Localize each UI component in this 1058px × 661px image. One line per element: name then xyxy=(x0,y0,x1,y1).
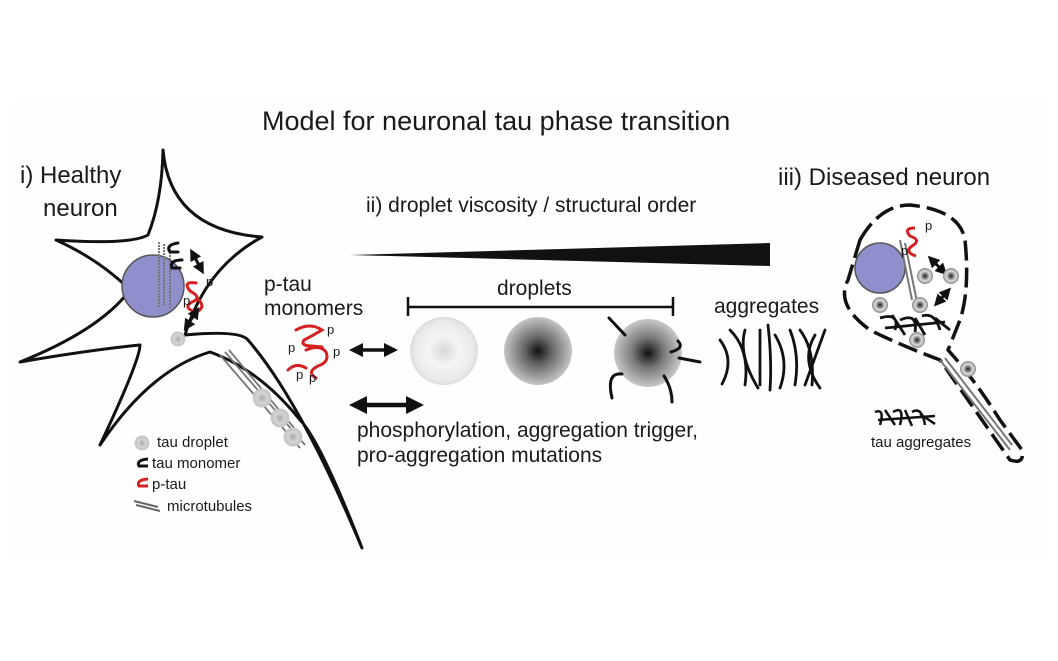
tau-droplet xyxy=(283,427,303,447)
aggregates-label: aggregates xyxy=(714,295,820,318)
nucleus xyxy=(854,242,906,294)
droplets-bracket xyxy=(406,297,675,316)
exchange-arrow xyxy=(183,306,200,332)
gel-droplet xyxy=(614,319,682,387)
tau-droplet xyxy=(917,268,933,284)
figure-title: Model for neuronal tau phase transition xyxy=(262,106,731,136)
tau-droplet xyxy=(943,268,959,284)
tau-droplet xyxy=(912,297,928,313)
phospho-mark: p xyxy=(183,293,190,308)
healthy-neuron-label-line2: neuron xyxy=(43,195,118,222)
tau-droplet xyxy=(872,297,888,313)
tau-droplet xyxy=(270,408,290,428)
diseased-neuron: p p xyxy=(842,203,1025,463)
trigger-text-line2: pro-aggregation mutations xyxy=(357,444,603,467)
p-tau-curl xyxy=(905,226,918,258)
aggregate-tangle xyxy=(879,313,951,336)
microtubules-diseased xyxy=(899,239,1013,451)
liquid-droplet xyxy=(410,317,478,385)
exchange-arrow xyxy=(927,255,948,276)
ptau-label-line1: p-tau xyxy=(264,273,312,296)
fibril-seeds xyxy=(607,316,702,404)
tau-droplet xyxy=(170,331,186,347)
transition-label: ii) droplet viscosity / structural order xyxy=(366,194,697,217)
tau-monomer-icon xyxy=(136,457,149,468)
droplets-label: droplets xyxy=(497,277,572,300)
tau-droplet-icon xyxy=(134,435,150,451)
healthy-neuron: p p xyxy=(18,148,364,550)
trigger-text-line1: phosphorylation, aggregation trigger, xyxy=(357,419,698,442)
phospho-mark: p xyxy=(901,243,908,258)
tau-droplet xyxy=(960,361,976,377)
tau-monomers xyxy=(167,241,184,270)
p-tau-icon xyxy=(136,477,149,488)
aggregate-fibrils xyxy=(718,323,827,392)
p-tau-curl xyxy=(185,281,204,314)
microtubules-soma xyxy=(158,242,171,308)
tau-aggregates-caption: tau aggregates xyxy=(871,434,972,451)
legend-microtubules: microtubules xyxy=(167,498,253,515)
viscous-droplet xyxy=(504,317,572,385)
diseased-neuron-label: iii) Diseased neuron xyxy=(778,164,991,191)
ptau-label-line2: monomers xyxy=(264,297,364,320)
phospho-mark: p xyxy=(327,322,334,337)
phospho-mark: p xyxy=(206,274,213,289)
phospho-mark: p xyxy=(333,344,340,359)
microtubules-icon xyxy=(133,500,161,512)
ptau-monomers-cluster xyxy=(286,324,329,380)
tau-droplet xyxy=(252,388,272,408)
tau-droplet xyxy=(909,332,925,348)
legend-p-tau: p-tau xyxy=(152,476,187,493)
legend-icons xyxy=(133,435,161,512)
healthy-neuron-label: i) Healthy xyxy=(20,162,122,189)
legend-tau-monomer: tau monomer xyxy=(152,455,241,472)
phospho-mark: p xyxy=(925,218,932,233)
legend-tau-droplet: tau droplet xyxy=(157,434,228,451)
phospho-mark: p xyxy=(296,367,303,382)
neuron-outline xyxy=(18,148,364,550)
tau-aggregates-icon xyxy=(874,408,936,427)
nucleus xyxy=(121,254,185,318)
phospho-mark: p xyxy=(309,370,316,385)
phospho-mark: p xyxy=(288,340,295,355)
exchange-arrow xyxy=(190,248,204,275)
exchange-arrow xyxy=(933,287,952,307)
viscosity-wedge xyxy=(350,243,770,266)
